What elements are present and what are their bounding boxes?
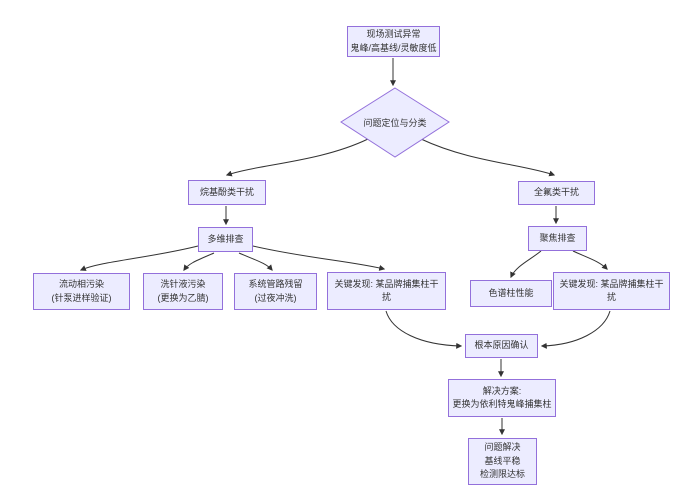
node-finding-right: 关键发现: 某品牌捕集柱干扰: [553, 272, 670, 310]
node-column-performance: 色谱柱性能: [470, 280, 552, 307]
node-needle-wash: 洗针液污染 (更换为乙腈): [143, 273, 223, 310]
edge-multicheck-findingleft: [252, 245, 386, 271]
edge-multicheck-residual: [238, 252, 273, 271]
node-alkylphenol: 烷基酚类干扰: [188, 180, 266, 205]
node-system-residual-label: 系统管路残留: [248, 279, 303, 289]
edge-focuscheck-findingright: [572, 250, 608, 270]
node-multi-check-label: 多维排查: [207, 233, 244, 244]
node-finding-right-label: 关键发现: 某品牌捕集柱干扰: [559, 278, 664, 303]
node-mobile-phase: 流动相污染 (针泵进样验证): [33, 273, 130, 310]
node-resolved-label: 问题解决: [484, 442, 521, 453]
edge-classify-perfluoro: [420, 138, 556, 177]
node-finding-left-label: 关键发现: 某品牌捕集柱干扰: [334, 278, 439, 303]
node-root-cause-label: 根本原因确认: [474, 340, 529, 351]
node-resolved: 问题解决 基线平稳 检测限达标: [468, 438, 537, 485]
node-root-cause: 根本原因确认: [465, 334, 538, 358]
node-alkylphenol-label: 烷基酚类干扰: [199, 186, 254, 197]
node-focus-check: 聚焦排查: [528, 226, 587, 251]
node-resolved-label: 基线平稳: [484, 455, 521, 466]
node-focus-check-label: 聚焦排查: [539, 232, 576, 243]
node-start: 现场测试异常 鬼峰/高基线/灵敏度低: [347, 26, 440, 57]
node-classify-label: 问题定位与分类: [363, 117, 427, 128]
edge-multicheck-mobilephase: [79, 245, 199, 271]
edge-classify-alkylphenol: [225, 138, 369, 177]
node-solution-label: 解决方案:: [482, 385, 522, 396]
node-resolved-label: 检测限达标: [479, 469, 525, 480]
node-system-residual-label: (过夜冲洗): [254, 292, 297, 303]
node-column-performance-label: 色谱柱性能: [488, 287, 534, 298]
node-perfluoro-label: 全氟类干扰: [533, 187, 579, 198]
edge-findingright-rootcause: [540, 310, 611, 349]
edge-focuscheck-columnperf: [510, 250, 542, 279]
node-multi-check: 多维排查: [198, 227, 253, 252]
node-mobile-phase-label: (针泵进样验证): [51, 292, 112, 303]
node-solution: 解决方案: 更换为依利特鬼峰捕集柱: [448, 379, 556, 417]
edge-multicheck-needlewash: [183, 252, 215, 271]
node-needle-wash-label: (更换为乙腈): [157, 292, 209, 303]
edge-findingleft-rootcause: [385, 310, 463, 349]
decision-diamond-shape: [340, 87, 450, 158]
node-finding-left: 关键发现: 某品牌捕集柱干扰: [327, 272, 446, 310]
node-mobile-phase-label: 流动相污染: [58, 279, 104, 289]
node-perfluoro: 全氟类干扰: [518, 181, 595, 205]
node-solution-label: 更换为依利特鬼峰捕集柱: [452, 399, 552, 409]
node-start-label: 鬼峰/高基线/灵敏度低: [350, 42, 437, 53]
node-start-label: 现场测试异常: [366, 29, 421, 39]
node-system-residual: 系统管路残留 (过夜冲洗): [234, 273, 317, 310]
node-needle-wash-label: 洗针液污染: [160, 279, 206, 289]
